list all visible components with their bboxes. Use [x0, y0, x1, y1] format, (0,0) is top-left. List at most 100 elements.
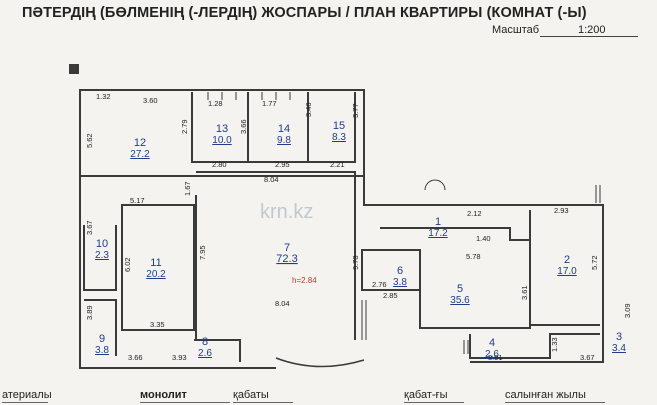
room-7-number: 7 [284, 242, 290, 254]
dim-label: 3.89 [85, 305, 94, 320]
footer-info: атериалы монолит қабаты қабат-ғы салынға… [0, 387, 657, 405]
dim-label: 3.93 [172, 353, 187, 362]
room-1-number: 1 [435, 216, 441, 228]
footer-rule [140, 402, 230, 403]
room-15-number: 15 [333, 120, 345, 132]
footer-rule [505, 402, 605, 403]
dim-label: 3.46 [304, 102, 313, 117]
scale-label: Масштаб [492, 24, 540, 36]
room-14-area: 9.8 [277, 135, 291, 146]
outer-wall-right [363, 176, 604, 363]
room-2-number: 2 [564, 254, 570, 266]
dim-label: 3.67 [85, 220, 94, 235]
room-11-number: 11 [150, 257, 161, 269]
wall-1 [380, 227, 530, 241]
dim-label: 1.33 [550, 337, 559, 352]
plan-title: ПӘТЕРДІҢ (БӨЛМЕНІҢ (-ЛЕРДІҢ) ЖОСПАРЫ / П… [22, 5, 587, 21]
room-9-area: 3.8 [95, 345, 109, 356]
outer-wall-main [79, 90, 276, 369]
dim-label: 2.80 [212, 160, 227, 169]
dim-label: 3.77 [351, 103, 360, 118]
room-10-area: 2.3 [95, 250, 109, 261]
room-3-area: 3.4 [612, 343, 626, 354]
dim-label: 2.95 [275, 160, 290, 169]
dim-label: 3.67 [580, 353, 595, 362]
room-10-number: 10 [96, 238, 108, 250]
dim-label: 1.28 [208, 99, 223, 108]
dim-label: 5.78 [466, 252, 481, 261]
room-8-area: 2.6 [198, 348, 212, 359]
dim-label: 3.09 [623, 303, 632, 318]
room-8-number: 8 [202, 336, 208, 348]
dim-label: 1.32 [96, 92, 111, 101]
dim-label: 1.67 [183, 181, 192, 196]
dim-label: 8.04 [264, 175, 279, 184]
scale-value: 1:200 [578, 24, 606, 36]
room-5-number: 5 [457, 283, 463, 295]
room-12-area: 27.2 [130, 149, 150, 160]
dim-label: 8.04 [275, 299, 290, 308]
dim-label: 3.66 [239, 119, 248, 134]
dim-label: 5.62 [85, 133, 94, 148]
dim-label: 3.35 [150, 320, 165, 329]
room-15-area: 8.3 [332, 132, 346, 143]
wall-11 [121, 204, 195, 331]
room-12-number: 12 [134, 137, 146, 149]
footer-floor-label: қабаты [233, 389, 269, 401]
bay-window [275, 357, 365, 368]
dim-label: 7.95 [198, 245, 207, 260]
doors [207, 92, 601, 354]
dim-label: 2.93 [554, 206, 569, 215]
room-6-area: 3.8 [393, 277, 407, 288]
footer-rule [233, 402, 293, 403]
dim-label: 9.78 [351, 255, 360, 270]
dim-label: 2.12 [467, 209, 482, 218]
walls [69, 64, 604, 369]
wall-living-top [196, 171, 356, 195]
footer-rule [404, 402, 464, 403]
dim-label: 5.17 [130, 196, 145, 205]
footer-year-built-label: салынған жылы [505, 389, 586, 401]
room-14-number: 14 [278, 123, 290, 135]
room-1-area: 17.2 [428, 228, 448, 239]
dim-label: 2.79 [180, 119, 189, 134]
footer-rule [2, 402, 48, 403]
wall-15 [307, 92, 356, 163]
dim-label: 6.02 [123, 257, 132, 272]
wall-4-3 [469, 333, 600, 359]
dim-label: 2.76 [372, 280, 387, 289]
scale-underline [540, 36, 638, 37]
room-13-area: 10.0 [212, 135, 232, 146]
wall-9 [84, 299, 117, 356]
wall-6 [361, 249, 421, 291]
dim-label: 2.85 [383, 291, 398, 300]
wall-8 [194, 339, 241, 362]
floor-plan: 12 27.2 13 10.0 14 9.8 15 8.3 10 2.3 11 … [69, 64, 632, 369]
footer-floors-count-label: қабат-ғы [404, 389, 448, 401]
dim-label: 3.60 [143, 96, 158, 105]
room-9-number: 9 [99, 333, 105, 345]
room-4-area: 2.6 [485, 349, 499, 360]
room-6-number: 6 [397, 265, 403, 277]
dim-label: 3.66 [128, 353, 143, 362]
footer-material-value: монолит [140, 389, 187, 401]
corner-mark [69, 64, 79, 74]
wall-5 [419, 250, 531, 329]
watermark: krn.kz [260, 201, 313, 223]
wall-10 [83, 225, 117, 291]
dim-label: 2.21 [330, 160, 345, 169]
dim-label: 3.61 [520, 285, 529, 300]
room-13-number: 13 [216, 123, 228, 135]
room-7-area: 72.3 [276, 253, 297, 265]
room-5-area: 35.6 [450, 295, 470, 306]
dim-label: 1.77 [262, 99, 277, 108]
dim-label: 1.40 [476, 234, 491, 243]
dim-label: 3.91 [488, 353, 503, 362]
footer-materials-label: атериалы [2, 389, 52, 401]
room-11-area: 20.2 [146, 269, 166, 280]
room-2-area: 17.0 [557, 266, 577, 277]
dim-label: 5.72 [590, 255, 599, 270]
ceiling-height-label: h=2.84 [292, 276, 317, 285]
room-4-number: 4 [489, 337, 495, 349]
room-3-number: 3 [616, 331, 622, 343]
